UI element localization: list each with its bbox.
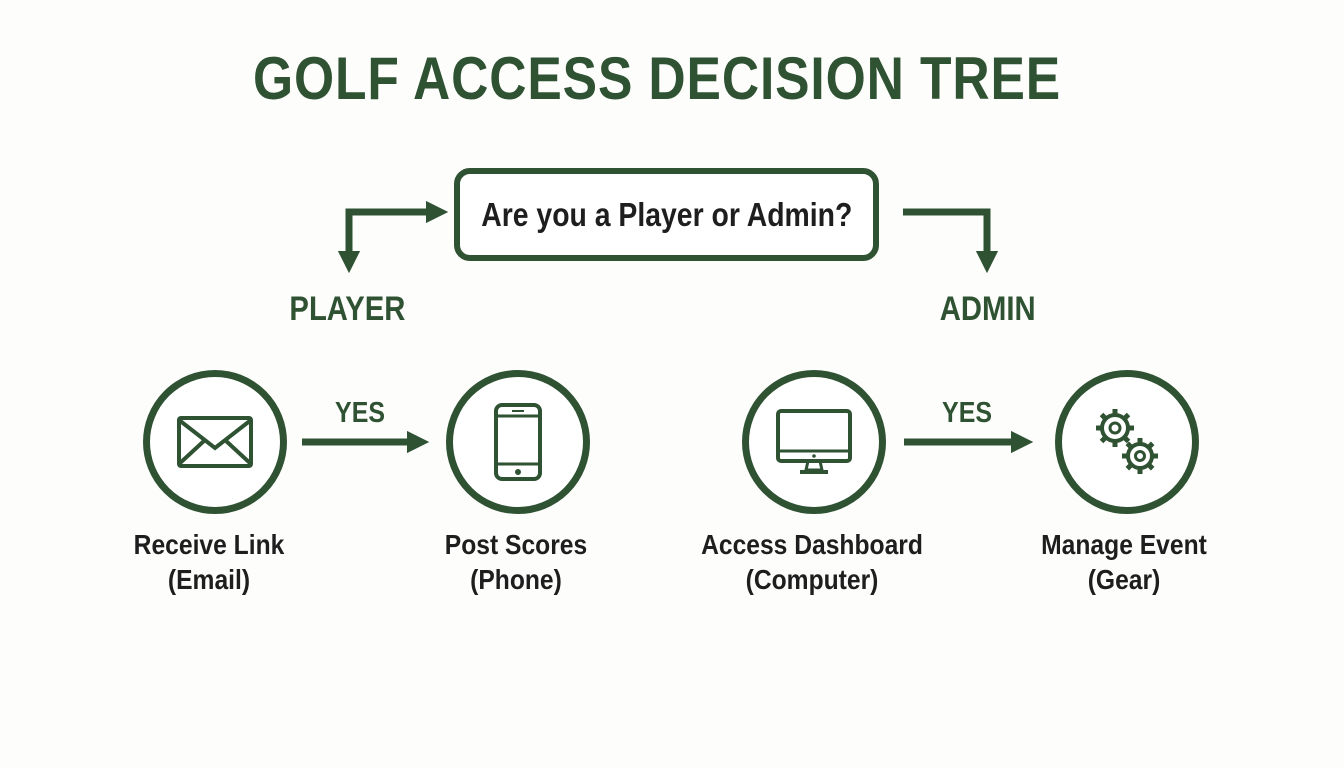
envelope-icon bbox=[177, 416, 253, 468]
node-label-manage-event: Manage Event (Gear) bbox=[1041, 529, 1207, 595]
node-receive-link bbox=[143, 370, 287, 514]
diagram-title: GOLF ACCESS DECISION TREE bbox=[253, 45, 1061, 112]
node-label-post-scores: Post Scores (Phone) bbox=[444, 529, 588, 595]
node-manage-event bbox=[1055, 370, 1199, 514]
question-text: Are you a Player or Admin? bbox=[480, 195, 853, 233]
node-label-receive-link: Receive Link (Email) bbox=[133, 529, 285, 595]
yes-label-admin: YES bbox=[942, 397, 992, 429]
branch-label-admin: ADMIN bbox=[940, 290, 1036, 328]
monitor-icon bbox=[776, 409, 852, 474]
node-label-access-dashboard: Access Dashboard (Computer) bbox=[701, 529, 923, 595]
arrow-to-player bbox=[337, 200, 449, 274]
yes-label-player: YES bbox=[335, 397, 385, 429]
arrow-to-admin bbox=[903, 208, 999, 274]
branch-label-player: PLAYER bbox=[289, 290, 405, 328]
node-post-scores bbox=[446, 370, 590, 514]
node-access-dashboard bbox=[742, 370, 886, 514]
smartphone-icon bbox=[494, 403, 542, 481]
gears-icon bbox=[1096, 409, 1158, 474]
question-box: Are you a Player or Admin? bbox=[454, 168, 879, 261]
